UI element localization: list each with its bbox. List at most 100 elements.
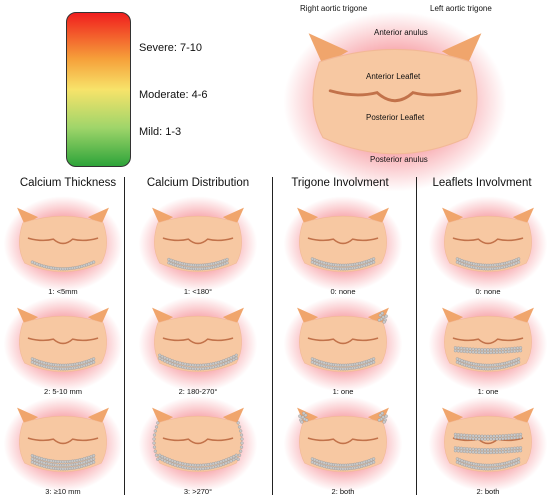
calcium-bead — [380, 411, 384, 416]
calcium-deposit — [236, 421, 244, 461]
coaptation-line — [27, 337, 99, 345]
calcium-bead — [486, 448, 490, 452]
calcium-bead — [515, 349, 520, 353]
coaptation-line — [452, 337, 524, 345]
calcium-bead — [152, 433, 157, 437]
calcium-bead — [513, 346, 517, 350]
calcium-bead — [456, 346, 461, 350]
column-divider — [124, 177, 125, 495]
calcium-bead — [456, 449, 461, 453]
thumbnail-caption: 3: ≥10 mm — [45, 487, 81, 496]
calcium-deposit — [30, 454, 96, 471]
calcium-bead — [156, 421, 160, 425]
calcium-bead — [462, 449, 466, 454]
calcium-bead — [483, 348, 487, 352]
left-trigone-horn — [512, 307, 534, 325]
calcium-bead — [462, 436, 466, 440]
thumbnail-caption: 2: both — [331, 487, 355, 496]
calcium-bead — [515, 446, 520, 450]
calcium-deposit — [158, 353, 238, 371]
calcium-bead — [465, 436, 469, 440]
coaptation-line — [162, 337, 234, 345]
calcium-bead — [495, 437, 499, 441]
calcium-bead — [92, 454, 96, 458]
calcium-bead — [453, 449, 458, 453]
calcium-bead — [468, 347, 472, 351]
calcium-bead — [239, 449, 243, 453]
calcium-bead — [372, 460, 376, 464]
calcium-bead — [483, 434, 487, 438]
calcium-bead — [181, 362, 185, 366]
calcium-bead — [474, 450, 478, 454]
calcium-bead — [518, 432, 523, 436]
coaptation-line — [452, 437, 524, 445]
calcium-bead — [459, 446, 463, 450]
calcium-bead — [518, 435, 523, 439]
calcium-bead — [492, 348, 496, 352]
left-trigone-horn — [367, 407, 389, 425]
calcium-bead — [477, 437, 481, 441]
calcium-bead — [300, 420, 304, 424]
calcium-bead — [209, 362, 213, 366]
calcium-bead — [468, 434, 472, 438]
calcium-bead — [239, 429, 243, 433]
calcium-bead — [517, 257, 521, 261]
right-trigone-horn — [17, 407, 39, 425]
thumbnail-caption: 3: >270° — [183, 487, 213, 496]
thumbnail-caption: 0: none — [475, 287, 501, 296]
calcium-deposit — [158, 453, 238, 471]
left-trigone-horn — [87, 407, 109, 425]
valve-thumbnail — [3, 196, 123, 292]
calcium-bead — [456, 349, 461, 353]
calcium-bead — [236, 457, 240, 461]
calcium-bead — [158, 353, 162, 357]
column-divider — [272, 177, 273, 495]
thumbnail-caption: 2: 180-270° — [178, 387, 218, 396]
calcium-deposit — [310, 357, 376, 371]
calcium-bead — [495, 347, 499, 352]
calcium-bead — [459, 436, 463, 440]
calcium-deposit — [30, 260, 96, 271]
calcium-bead — [209, 366, 213, 370]
calcium-bead — [471, 347, 475, 351]
calcium-bead — [486, 350, 490, 355]
calcium-bead — [483, 448, 487, 452]
calcium-bead — [163, 359, 167, 363]
column-title-calcium-thickness: Calcium Thickness — [19, 177, 117, 189]
calcium-bead — [298, 414, 302, 418]
calcium-bead — [160, 358, 164, 362]
right-trigone-horn — [297, 207, 319, 225]
calcium-bead — [453, 349, 458, 353]
calcium-bead — [465, 347, 469, 351]
calcium-deposit — [455, 257, 521, 271]
trigone-calcium — [298, 411, 309, 424]
calcium-bead — [504, 350, 508, 354]
calcium-bead — [489, 450, 493, 455]
column-title-leaflets-involvement: Leaflets Involvment — [432, 177, 532, 189]
column-title-trigone-involvement: Trigone Involvment — [291, 177, 389, 189]
column-divider — [416, 177, 417, 495]
coaptation-line — [307, 237, 379, 245]
calcium-bead — [229, 359, 233, 363]
left-trigone-horn — [367, 207, 389, 225]
calcium-bead — [486, 348, 490, 352]
calcium-bead — [465, 350, 469, 354]
calcium-bead — [456, 433, 461, 437]
calcium-bead — [462, 349, 466, 354]
calcium-bead — [92, 360, 96, 364]
calcium-bead — [153, 429, 157, 433]
calcium-bead — [501, 350, 505, 354]
calcium-bead — [504, 434, 508, 438]
calcium-bead — [471, 437, 475, 441]
calcium-bead — [237, 453, 242, 457]
calcium-bead — [498, 434, 502, 438]
calcium-bead — [501, 434, 505, 438]
calcium-bead — [498, 350, 502, 354]
calcium-bead — [240, 437, 244, 441]
left-trigone-horn — [512, 207, 534, 225]
calcium-bead — [384, 414, 388, 418]
calcium-bead — [453, 346, 458, 350]
calcium-bead — [239, 445, 244, 449]
calcium-bead — [163, 459, 167, 463]
calcium-bead — [232, 354, 236, 359]
